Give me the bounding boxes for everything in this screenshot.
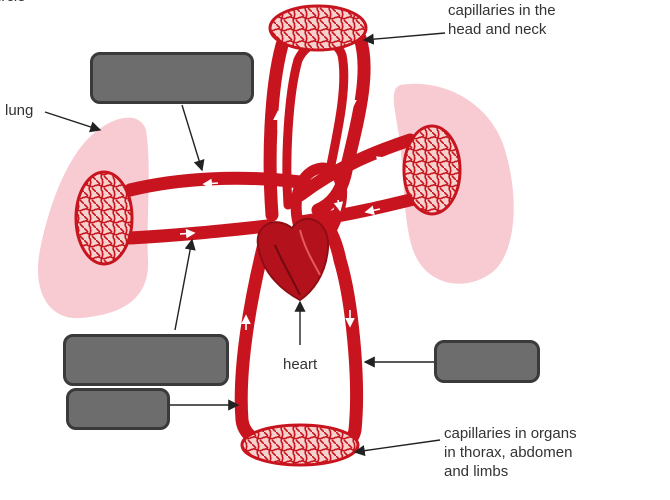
pointer-arrows bbox=[44, 32, 446, 457]
right-lung-capillaries bbox=[402, 124, 462, 216]
left-lung-capillaries bbox=[74, 170, 134, 266]
top-fragment-label: ircle bbox=[0, 0, 26, 6]
right-pulmonary-upper bbox=[293, 133, 417, 202]
answer-box-top-left[interactable] bbox=[90, 52, 254, 104]
body-capillaries bbox=[240, 423, 360, 467]
heart-shape bbox=[256, 217, 330, 302]
organ-capillaries-label: capillaries in organs in thorax, abdomen… bbox=[444, 425, 577, 480]
answer-box-bottom-left-1[interactable] bbox=[63, 334, 229, 386]
flow-arrows bbox=[179, 90, 387, 330]
heart-label: heart bbox=[283, 356, 318, 373]
head-capillaries bbox=[268, 4, 368, 52]
left-pulmonary-lower bbox=[123, 219, 275, 245]
head-neck-capillaries-label: capillaries in the head and neck bbox=[448, 2, 556, 38]
answer-box-right[interactable] bbox=[434, 340, 540, 383]
answer-box-bottom-left-2[interactable] bbox=[66, 388, 170, 430]
lung-label: lung bbox=[5, 102, 34, 119]
